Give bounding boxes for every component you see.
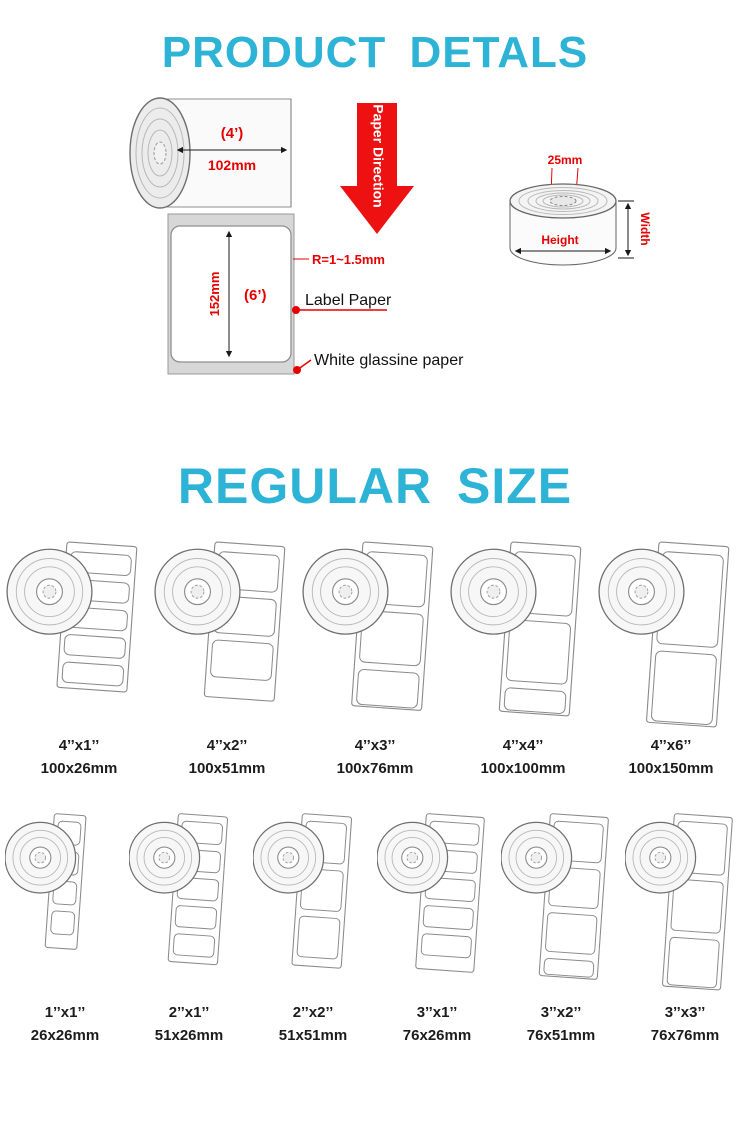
roll-coil-face xyxy=(129,97,191,209)
size-item-4x6: 4’’x6’’ 100x150mm xyxy=(597,529,745,781)
size-item-3x1: 3’’x1’’ 76x26mm xyxy=(375,803,499,1048)
label-paper-callout: Label Paper xyxy=(305,292,392,309)
size-inch: 4’’x6’’ xyxy=(650,737,692,754)
paper-direction-arrow: Paper Direction xyxy=(340,103,414,234)
roll-illustration-3x3 xyxy=(625,812,733,990)
glassine-callout: White glassine paper xyxy=(314,352,464,369)
roll-coil xyxy=(302,548,389,635)
size-inch: 4’’x1’’ xyxy=(58,737,100,754)
size-row-top: 4’’x1’’ 100x26mm xyxy=(0,529,750,781)
glassine-leader xyxy=(296,359,312,371)
down-arrow-icon xyxy=(340,103,414,234)
roll-coil xyxy=(625,821,697,894)
size-inch: 2’’x2’’ xyxy=(292,1003,334,1021)
size-caption: 4’’x1’’ 100x26mm xyxy=(41,734,118,781)
roll-illustration-1x1 xyxy=(5,812,87,950)
roll-illustration-4x2 xyxy=(154,541,286,702)
page-title-regular-size: REGULAR SIZE xyxy=(177,458,573,514)
size-inch: 3’’x3’’ xyxy=(664,1003,706,1021)
label-height-inch: (6’) xyxy=(244,287,267,304)
size-item-2x2: 2’’x2’’ 51x51mm xyxy=(251,803,375,1048)
size-caption: 1’’x1’’ 26x26mm xyxy=(31,1001,99,1048)
size-caption: 4’’x3’’ 100x76mm xyxy=(337,734,414,781)
page-title-product-details: PRODUCT DETALS xyxy=(161,28,589,77)
size-row-bottom: 1’’x1’’ 26x26mm xyxy=(0,803,750,1088)
product-detail-page: PRODUCT DETALS (4’) 102mm xyxy=(0,28,750,1088)
roll-dimensions-diagram: 25mm Height Width xyxy=(509,153,652,266)
size-caption: 2’’x1’’ 51x26mm xyxy=(155,1001,223,1048)
size-mm: 51x51mm xyxy=(278,1026,348,1044)
size-caption: 3’’x3’’ 76x76mm xyxy=(651,1001,719,1048)
size-mm: 100x26mm xyxy=(40,760,118,778)
roll-coil xyxy=(598,548,685,635)
size-item-2x1: 2’’x1’’ 51x26mm xyxy=(127,803,251,1048)
roll-coil xyxy=(154,548,241,635)
roll-illustration-4x3 xyxy=(302,541,434,711)
size-mm: 76x76mm xyxy=(650,1026,720,1044)
size-caption: 3’’x1’’ 76x26mm xyxy=(403,1001,471,1048)
size-mm: 100x76mm xyxy=(336,760,414,778)
size-item-3x2: 3’’x2’’ 76x51mm xyxy=(499,803,623,1048)
size-mm: 100x150mm xyxy=(628,760,714,778)
size-mm: 100x100mm xyxy=(480,760,566,778)
roll-coil xyxy=(6,548,93,635)
roll-coil xyxy=(501,821,573,894)
label-sheet xyxy=(170,225,292,363)
roll-illustration-4x1 xyxy=(6,541,138,693)
size-inch: 3’’x2’’ xyxy=(540,1003,582,1021)
size-mm: 76x51mm xyxy=(526,1026,596,1044)
size-caption: 4’’x2’’ 100x51mm xyxy=(189,734,266,781)
roll-coil xyxy=(253,821,325,894)
label-height-mm: 152mm xyxy=(207,272,222,317)
label-roll-diagram: (4’) 102mm 152mm (6’) R=1~1.5mm Label Pa… xyxy=(129,97,464,375)
width-dim-text: Width xyxy=(638,212,652,245)
size-inch: 1’’x1’’ xyxy=(44,1003,86,1021)
radius-note: R=1~1.5mm xyxy=(312,252,385,267)
roll-coil xyxy=(450,548,537,635)
size-mm: 51x26mm xyxy=(154,1026,224,1044)
roll-coil xyxy=(377,821,449,894)
roll-illustration-4x4 xyxy=(450,541,582,717)
size-inch: 4’’x4’’ xyxy=(502,737,544,754)
roll-coil xyxy=(5,821,77,894)
roll-illustration-2x1 xyxy=(129,812,229,965)
paper-direction-text: Paper Direction xyxy=(370,104,386,207)
roll-illustration-4x6 xyxy=(598,541,730,728)
size-mm: 26x26mm xyxy=(30,1026,100,1044)
roll-width-mm: 102mm xyxy=(208,157,256,173)
size-item-4x3: 4’’x3’’ 100x76mm xyxy=(301,529,449,781)
roll-illustration-3x2 xyxy=(501,812,609,980)
size-item-3x3: 3’’x3’’ 76x76mm xyxy=(623,803,747,1048)
size-inch: 3’’x1’’ xyxy=(416,1003,458,1021)
roll-coil xyxy=(129,821,201,894)
size-inch: 4’’x2’’ xyxy=(206,737,248,754)
roll-width-inch: (4’) xyxy=(221,125,244,142)
product-spec-diagram: (4’) 102mm 152mm (6’) R=1~1.5mm Label Pa… xyxy=(129,97,652,375)
size-caption: 3’’x2’’ 76x51mm xyxy=(527,1001,595,1048)
size-item-1x1: 1’’x1’’ 26x26mm xyxy=(3,803,127,1048)
size-inch: 2’’x1’’ xyxy=(168,1003,210,1021)
mini-roll-coil xyxy=(509,183,617,219)
size-item-4x1: 4’’x1’’ 100x26mm xyxy=(5,529,153,781)
size-mm: 100x51mm xyxy=(188,760,266,778)
size-mm: 76x26mm xyxy=(402,1026,472,1044)
size-caption: 2’’x2’’ 51x51mm xyxy=(279,1001,347,1048)
size-caption: 4’’x6’’ 100x150mm xyxy=(628,734,713,781)
size-caption: 4’’x4’’ 100x100mm xyxy=(480,734,565,781)
size-inch: 4’’x3’’ xyxy=(354,737,396,754)
height-dim-text: Height xyxy=(541,233,578,247)
core-size-text: 25mm xyxy=(548,153,583,167)
size-item-4x4: 4’’x4’’ 100x100mm xyxy=(449,529,597,781)
label-strip xyxy=(498,541,582,717)
roll-illustration-2x2 xyxy=(253,812,353,969)
roll-illustration-3x1 xyxy=(377,812,485,973)
size-item-4x2: 4’’x2’’ 100x51mm xyxy=(153,529,301,781)
